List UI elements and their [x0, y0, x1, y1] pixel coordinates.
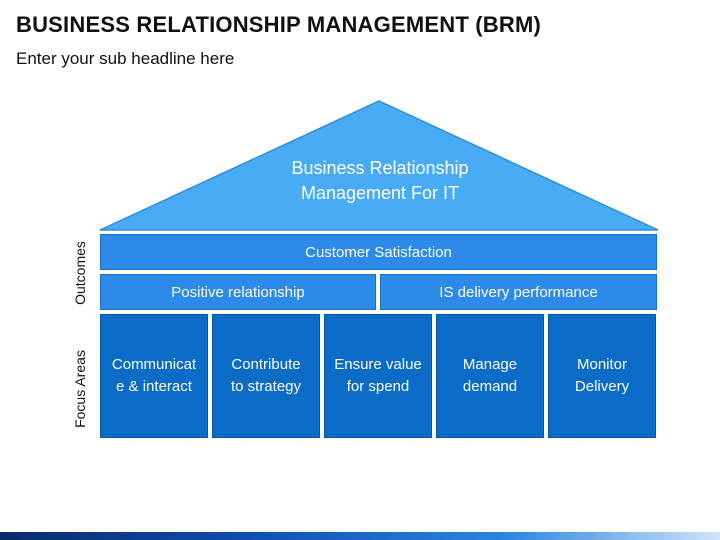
- focus-area-line-1: Manage: [462, 356, 518, 373]
- page-title: BUSINESS RELATIONSHIP MANAGEMENT (BRM): [16, 12, 542, 37]
- focus-area-line-2: e & interact: [116, 378, 192, 395]
- focus-area-line-1: Contribute: [231, 356, 301, 373]
- focus-area-line-2: to strategy: [230, 378, 302, 395]
- footer-gradient-bar: [0, 532, 720, 540]
- focus-area-box: Ensure value for spend: [324, 314, 432, 438]
- roof-label-line-2: Management For IT: [300, 183, 460, 203]
- roof-label-line-1: Business Relationship: [291, 158, 469, 178]
- focus-area-line-1: Communicat: [111, 356, 197, 373]
- focus-area-box: Manage demand: [436, 314, 544, 438]
- focus-area-box: Communicat e & interact: [100, 314, 208, 438]
- focus-area-line-2: for spend: [346, 378, 410, 395]
- focus-areas-side-label: Focus Areas: [72, 350, 88, 428]
- outcomes-side-label: Outcomes: [72, 241, 88, 305]
- outcome-positive-relationship: Positive relationship: [100, 274, 376, 310]
- focus-area-line-2: demand: [462, 378, 518, 395]
- outcome-customer-satisfaction: Customer Satisfaction: [100, 234, 657, 270]
- roof-triangle: [99, 100, 659, 231]
- roof-label: Business Relationship Management For IT: [230, 156, 530, 206]
- focus-area-line-1: Monitor: [576, 356, 628, 373]
- outcome-is-delivery-performance: IS delivery performance: [380, 274, 657, 310]
- focus-area-line-2: Delivery: [574, 378, 630, 395]
- focus-area-box: Contribute to strategy: [212, 314, 320, 438]
- focus-area-line-1: Ensure value: [334, 356, 422, 373]
- house-roof: [99, 100, 659, 231]
- page-subtitle: Enter your sub headline here: [16, 49, 235, 68]
